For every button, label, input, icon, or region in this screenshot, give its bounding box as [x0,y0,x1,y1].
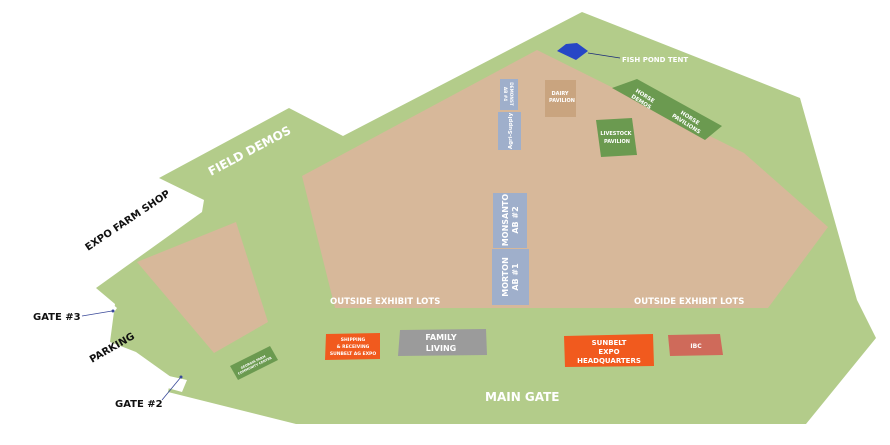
agri-supply-building[interactable] [498,112,521,150]
shipping-receiving-building[interactable] [325,333,380,360]
fish-pond-tent-label: FISH POND TENT [622,56,688,64]
shipping-line1: SHIPPING [341,337,366,343]
ibc-building[interactable] [668,334,723,356]
livestock-pavilion[interactable] [596,118,637,157]
livestock-pavilion-line1: LIVESTOCK [600,131,632,137]
sunbelt-hq-line2: EXPO [598,348,619,356]
ag-small-top-line1: DEMONST [509,82,514,106]
ag-building-small-top[interactable] [500,79,518,110]
family-living-building[interactable] [398,329,487,356]
shipping-line3: SUNBELT AG EXPO [330,351,377,357]
fish-pond-leader [587,52,621,59]
gate-3-label: GATE #3 [33,312,81,323]
georgia-farm-community-center[interactable] [230,346,278,380]
morton-line2: AB #1 [511,263,520,291]
agri-supply-label: Agri-Supply [508,112,514,149]
monsanto-building[interactable] [493,193,527,248]
morton-building[interactable] [492,249,529,305]
main-dirt-area [302,50,828,308]
sunbelt-hq-building[interactable] [564,334,654,367]
gate-3-marker [111,309,115,313]
monsanto-line1: MONSANTO [501,194,510,247]
dairy-pavilion-line1: DAIRY [551,91,568,97]
ag-small-top-line2: AB #4 [503,87,508,101]
family-living-line1: FAMILY [425,333,457,342]
dairy-pavilion[interactable] [545,80,576,117]
outside-exhibit-lots-right-label: OUTSIDE EXHIBIT LOTS [634,297,744,307]
family-living-line2: LIVING [426,344,457,353]
livestock-pavilion-line2: PAVILION [604,139,630,145]
morton-line1: MORTON [501,257,510,297]
gate-2-marker [179,375,183,379]
shipping-line2: & RECEIVING [337,344,370,350]
monsanto-line2: AB #2 [511,206,520,233]
outside-exhibit-lots-left-label: OUTSIDE EXHIBIT LOTS [330,297,440,307]
gate-3-leader [81,310,113,317]
sunbelt-hq-line3: HEADQUARTERS [577,357,641,365]
ibc-label: IBC [690,343,702,350]
main-gate-label: MAIN GATE [485,390,560,404]
fish-pond-tent[interactable] [557,43,588,60]
gate-2-label: GATE #2 [115,399,163,410]
horse-pavilions[interactable] [612,79,722,140]
dairy-pavilion-line2: PAVILION [549,98,575,104]
parking-dirt-area [137,222,268,353]
gate-2-leader [161,376,182,401]
monsanto-label: MONSANTO AB #2 [501,194,520,247]
ag-small-top-label: DEMONST AB #4 [503,82,514,106]
morton-label: MORTON AB #1 [501,257,520,297]
sunbelt-hq-line1: SUNBELT [592,339,627,347]
